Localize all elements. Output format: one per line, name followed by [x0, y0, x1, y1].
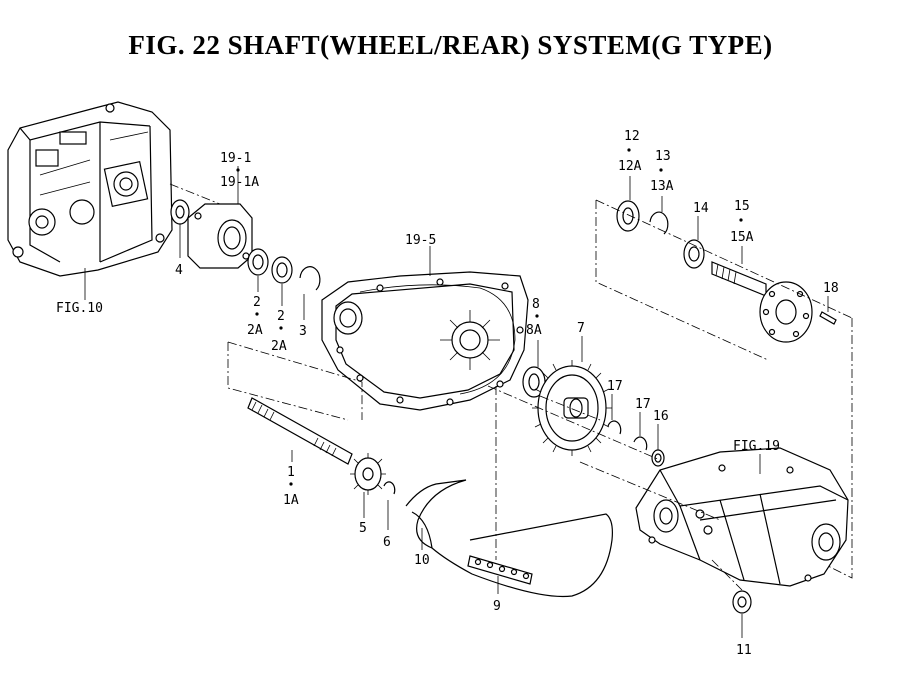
part-label-19-5: 19-5 [405, 233, 436, 248]
assembly-line-sprocket [487, 385, 661, 461]
fig10-reference-label: FIG.10 [56, 301, 103, 316]
part-label-16: 16 [653, 409, 669, 424]
transmission-housing: FIG.10 [7, 101, 241, 316]
part-label-2a-second: 2A [271, 339, 287, 354]
part-label-14: 14 [693, 201, 709, 216]
part-label-6: 6 [383, 535, 391, 550]
part-11-oil-seal: 11 [732, 590, 752, 658]
part-19-1-bearing-holder: 19-1 19-1A [187, 151, 259, 269]
part-label-15: 15 [734, 199, 750, 214]
part-10-chain-guide: 10 [405, 479, 613, 598]
part-17-snap-ring-b: 17 [633, 397, 651, 451]
figure-title: FIG. 22 SHAFT(WHEEL/REAR) SYSTEM(G TYPE) [128, 30, 773, 60]
part-1-drive-shaft: 1 1A [247, 397, 353, 508]
part-label-7: 7 [577, 321, 585, 336]
part-label-1a: 1A [283, 493, 299, 508]
part-16-washer: 16 [651, 409, 669, 467]
part-label-9: 9 [493, 599, 501, 614]
part-label-17-second: 17 [635, 397, 651, 412]
part-8-bearing: 8 8A [522, 297, 546, 398]
part-label-13: 13 [655, 149, 671, 164]
part-3-snap-ring: 3 [299, 266, 321, 339]
part-label-3: 3 [299, 324, 307, 339]
part-5-small-sprocket: 5 [350, 453, 386, 536]
part-label-13a: 13A [650, 179, 674, 194]
part-label-2-second: 2 [277, 309, 285, 324]
part-label-8: 8 [532, 297, 540, 312]
part-2-bearing-a: 2 2A [247, 248, 269, 338]
part-label-10: 10 [414, 553, 430, 568]
part-18-stud-bolt: 18 [819, 281, 839, 325]
part-9-roller-chain: 9 [467, 555, 533, 614]
part-label-17-first: 17 [607, 379, 623, 394]
part-6-snap-ring: 6 [383, 481, 396, 550]
rear-axle-case: FIG.19 [635, 439, 849, 587]
part-19-5-chain-case: 19-5 [321, 233, 529, 411]
part-label-19-1a: 19-1A [220, 175, 259, 190]
assembly-line-drive-shaft [227, 342, 349, 421]
part-label-18: 18 [823, 281, 839, 296]
part-2-bearing-b: 2 2A [271, 256, 293, 354]
fig19-reference-label: FIG.19 [733, 439, 780, 454]
assembly-line-drive-shaft-top [227, 341, 363, 420]
part-17-snap-ring-a: 17 [607, 379, 623, 435]
part-label-8a: 8A [526, 323, 542, 338]
assembly-line-case-right [827, 318, 853, 579]
part-label-1: 1 [287, 465, 295, 480]
part-label-15a: 15A [730, 230, 754, 245]
part-label-2a-first: 2A [247, 323, 263, 338]
assembly-line-wheel-shaft-top [595, 199, 853, 319]
assembly-line-rings [539, 395, 601, 421]
part-label-2-first: 2 [253, 295, 261, 310]
part-label-12a: 12A [618, 159, 642, 174]
part-label-19-1: 19-1 [220, 151, 251, 166]
part-label-4: 4 [175, 263, 183, 278]
part-7-large-sprocket: 7 [532, 321, 612, 456]
assembly-line-seal [711, 559, 743, 591]
part-4-oil-seal: 4 [170, 199, 190, 278]
assembly-line-case [579, 461, 721, 521]
part-12-bearing: 12 12A [616, 129, 642, 232]
part-label-11: 11 [736, 643, 752, 658]
part-label-5: 5 [359, 521, 367, 536]
part-label-12: 12 [624, 129, 640, 144]
assembly-line-wheel-shaft [595, 200, 769, 361]
part-13-snap-ring: 13 13A [649, 149, 674, 235]
part-15-axle-shaft: 15 15A [711, 199, 813, 343]
part-14-oil-seal: 14 [683, 201, 709, 269]
